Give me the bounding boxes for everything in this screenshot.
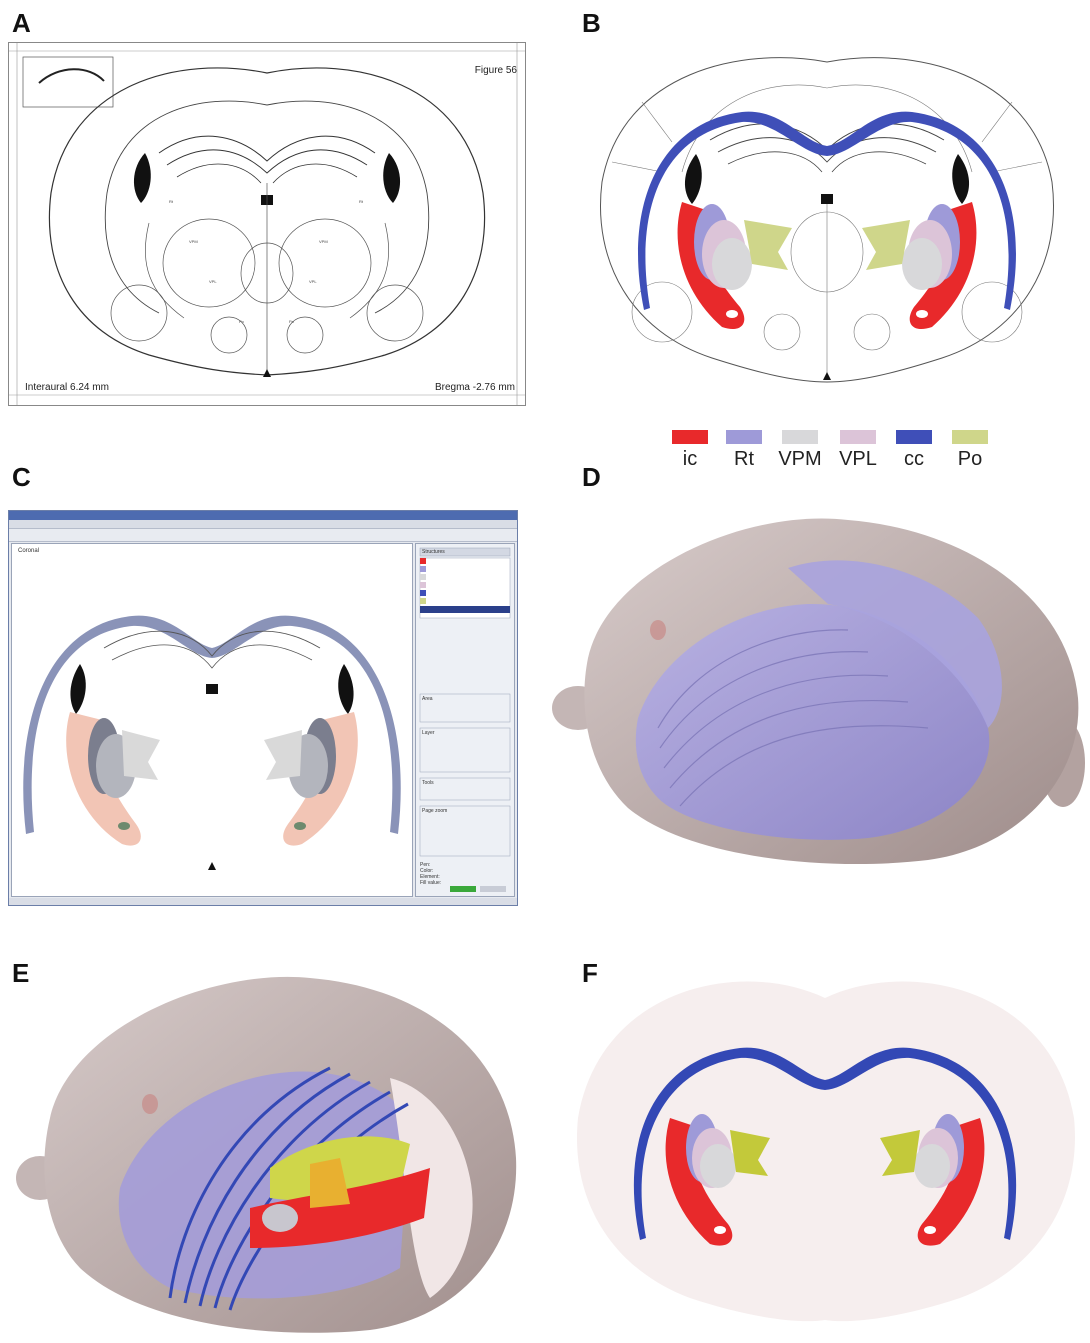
- canvas-drawing: [12, 544, 412, 896]
- panel-e-3d-tracts: [10, 968, 530, 1338]
- legend-label-rt: Rt: [714, 448, 774, 471]
- coronal-section-colored: [582, 42, 1082, 392]
- panel-b-diagram: [582, 42, 1082, 392]
- legend-swatch-po: [952, 430, 988, 444]
- side-label-fill: Fill value:: [420, 880, 441, 886]
- side-label-zoom: Page zoom: [422, 808, 447, 814]
- side-panel-widgets: [416, 544, 514, 896]
- side-label-area: Area: [422, 696, 433, 702]
- legend-label-po: Po: [940, 448, 1000, 471]
- canvas-label: Coronal: [18, 548, 39, 554]
- legend-swatch-rt: [726, 430, 762, 444]
- panel-label-b: B: [582, 8, 601, 39]
- svg-text:Po: Po: [289, 319, 295, 324]
- side-label-layer: Layer: [422, 730, 435, 736]
- brain-3d-tracts: [10, 968, 530, 1338]
- panel-label-d: D: [582, 462, 601, 493]
- coronal-section-simplified: [570, 968, 1090, 1338]
- legend-swatch-ic: [672, 430, 708, 444]
- legend-item-rt: Rt: [714, 430, 774, 471]
- legend-label-ic: ic: [660, 448, 720, 471]
- legend-item-po: Po: [940, 430, 1000, 471]
- atlas-interaural: Interaural 6.24 mm: [25, 382, 109, 393]
- atlas-plate: VPM VPM VPL VPL Rt Rt Po Po Figure 56 Intera…: [8, 42, 526, 406]
- legend-item-cc: cc: [884, 430, 944, 471]
- side-label-tools: Tools: [422, 780, 434, 786]
- svg-text:VPL: VPL: [209, 279, 217, 284]
- legend-swatch-cc: [896, 430, 932, 444]
- legend-label-cc: cc: [884, 448, 944, 471]
- legend-item-vpm: VPM: [770, 430, 830, 471]
- software-window: Coronal: [8, 510, 518, 906]
- legend-item-vpl: VPL: [828, 430, 888, 471]
- panel-d-3d-render: [548, 508, 1088, 878]
- atlas-figure-label: Figure 56: [475, 65, 517, 76]
- svg-text:VPM: VPM: [319, 239, 328, 244]
- panel-label-a: A: [12, 8, 31, 39]
- legend-label-vpl: VPL: [828, 448, 888, 471]
- window-title-bar: [9, 511, 517, 520]
- legend-swatch-vpm: [782, 430, 818, 444]
- panel-label-c: C: [12, 462, 31, 493]
- structure-legend: ic Rt VPM VPL cc Po: [660, 430, 1000, 480]
- side-label-structures: Structures: [422, 549, 445, 555]
- drawing-canvas[interactable]: Coronal: [11, 543, 413, 897]
- svg-text:Rt: Rt: [359, 199, 364, 204]
- atlas-bregma: Bregma -2.76 mm: [435, 382, 515, 393]
- svg-text:Po: Po: [239, 319, 245, 324]
- window-status-bar: [9, 898, 517, 905]
- legend-label-vpm: VPM: [770, 448, 830, 471]
- panel-f-simplified: [570, 968, 1090, 1338]
- svg-text:Rt: Rt: [169, 199, 174, 204]
- svg-text:VPM: VPM: [189, 239, 198, 244]
- structure-side-panel[interactable]: Area Layer Structures Tools Page zoom Pe…: [415, 543, 515, 897]
- window-menu-bar[interactable]: [9, 520, 517, 529]
- window-toolbar[interactable]: [9, 529, 517, 542]
- legend-item-ic: ic: [660, 430, 720, 471]
- brain-3d-render: [548, 508, 1088, 878]
- atlas-drawing: VPM VPM VPL VPL Rt Rt Po Po: [9, 43, 525, 405]
- svg-text:VPL: VPL: [309, 279, 317, 284]
- legend-swatch-vpl: [840, 430, 876, 444]
